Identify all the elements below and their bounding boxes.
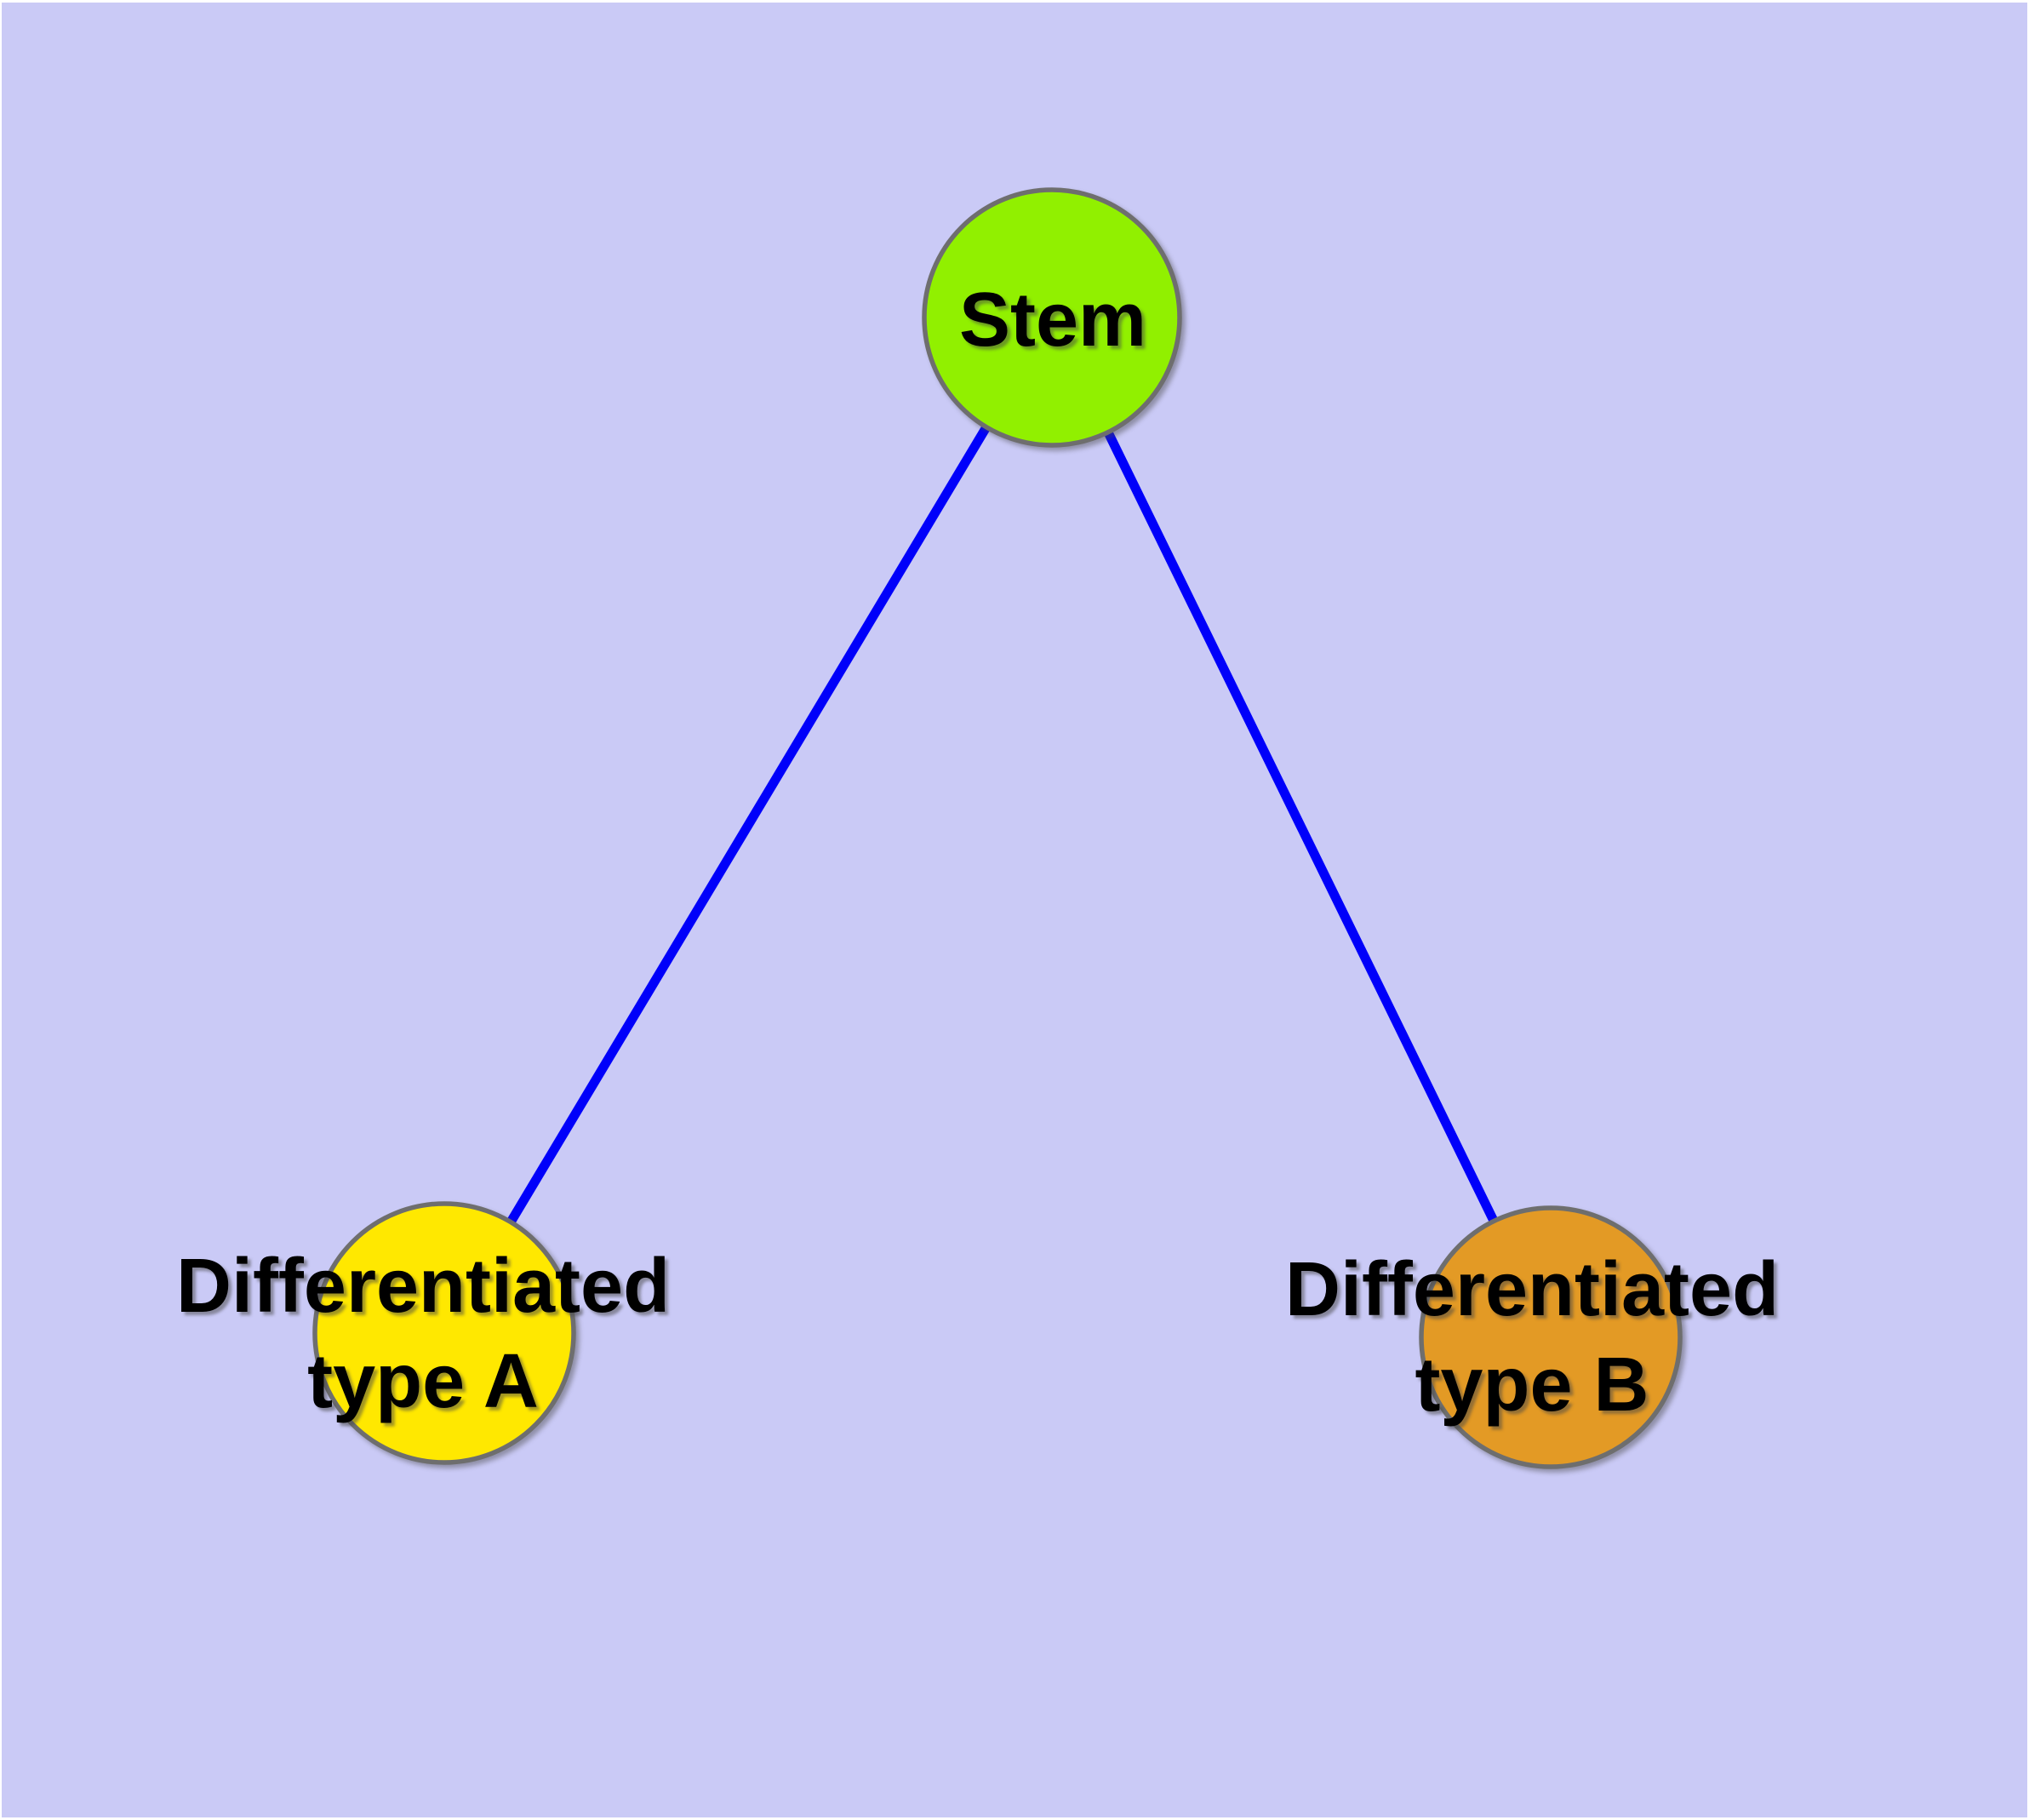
edge-stem-type-b (1048, 315, 1555, 1340)
node-type-b-label-line2: type B (1415, 1342, 1649, 1428)
node-stem-label: Stem (958, 278, 1147, 363)
node-type-a-label-line2: type A (307, 1339, 539, 1424)
node-stem-circle (922, 187, 1182, 448)
node-type-b-label-line1: Differentiated (1284, 1247, 1780, 1332)
node-type-a-circle (312, 1201, 576, 1465)
node-type-a-label: Differentiated type A (176, 1239, 670, 1429)
edge-stem-type-a (440, 315, 1056, 1336)
node-type-b-label: Differentiated type B (1285, 1242, 1779, 1433)
node-type-a-label-line1: Differentiated (175, 1244, 671, 1329)
node-type-b-circle (1419, 1205, 1683, 1469)
